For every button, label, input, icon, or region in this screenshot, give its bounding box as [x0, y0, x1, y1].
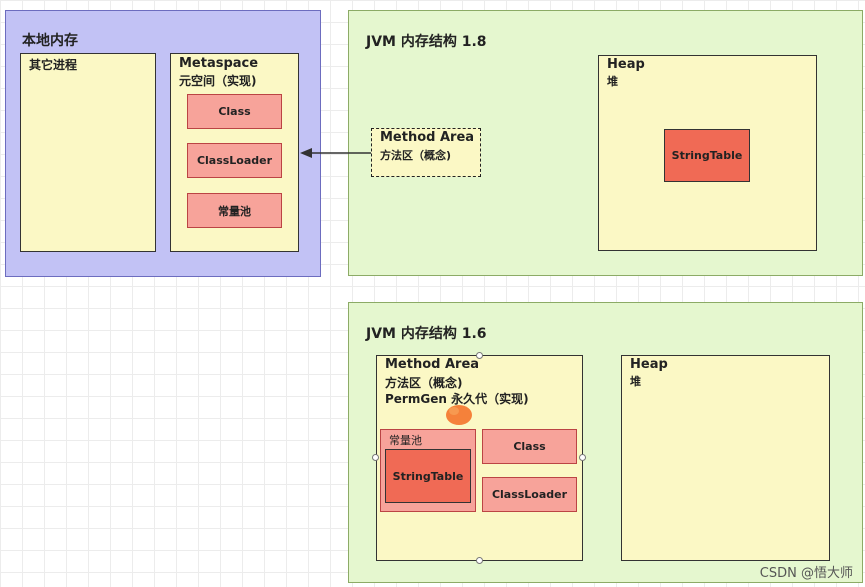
selection-handle-right[interactable] [579, 454, 586, 461]
other-process-box: 其它进程 [20, 53, 156, 252]
jvm16-title: JVM 内存结构 1.6 [366, 326, 487, 342]
metaspace-title: Metaspace [179, 56, 259, 71]
jvm16-class-box: Class [482, 429, 577, 464]
metaspace-classloader-box: ClassLoader [187, 143, 282, 178]
jvm16-string-table-box: StringTable [385, 449, 471, 503]
orange-scribble-mark [446, 405, 472, 425]
jvm16-heap-box: Heap 堆 [621, 355, 830, 561]
jvm16-permgen-label: PermGen 永久代（实现) [385, 392, 529, 406]
jvm18-method-area-box: Method Area 方法区（概念) [371, 128, 481, 177]
jvm16-method-area-subtitle: 方法区（概念) [385, 376, 463, 390]
csdn-watermark: CSDN @悟大师 [759, 566, 853, 581]
selection-handle-bottom[interactable] [476, 557, 483, 564]
native-memory-title: 本地内存 [22, 33, 78, 49]
selection-handle-left[interactable] [372, 454, 379, 461]
jvm16-method-area-title: Method Area [385, 357, 480, 372]
jvm18-method-area-subtitle: 方法区（概念) [380, 149, 452, 162]
jvm18-string-table-box: StringTable [664, 129, 750, 182]
jvm16-constant-pool-label: 常量池 [389, 434, 422, 447]
other-process-label: 其它进程 [29, 58, 78, 72]
jvm18-heap-subtitle: 堆 [607, 75, 618, 88]
jvm18-heap-title: Heap [607, 57, 645, 72]
metaspace-subtitle: 元空间（实现) [179, 74, 257, 88]
jvm18-title: JVM 内存结构 1.8 [366, 34, 487, 50]
method-area-to-metaspace-arrow [300, 148, 371, 158]
metaspace-class-box: Class [187, 94, 282, 129]
jvm16-heap-title: Heap [630, 357, 668, 372]
jvm16-classloader-box: ClassLoader [482, 477, 577, 512]
jvm16-heap-subtitle: 堆 [630, 375, 641, 388]
selection-handle-top[interactable] [476, 352, 483, 359]
metaspace-constant-pool-box: 常量池 [187, 193, 282, 228]
jvm18-method-area-title: Method Area [380, 130, 475, 145]
